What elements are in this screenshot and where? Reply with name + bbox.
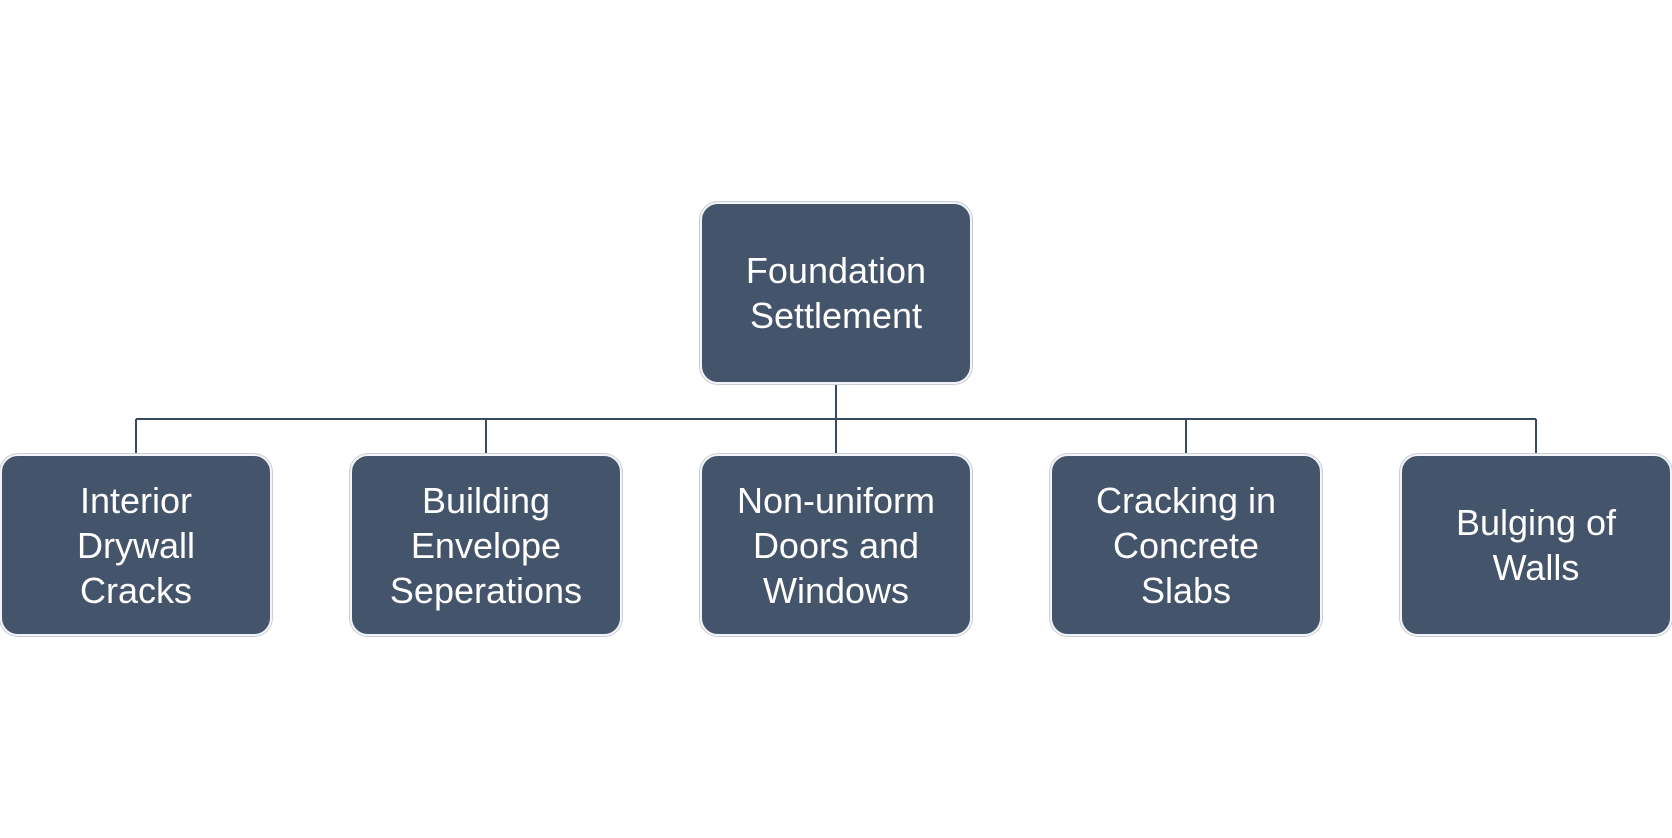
child-node-building-envelope-seperations: Building Envelope Seperations bbox=[350, 454, 622, 636]
child-node-interior-drywall-cracks: Interior Drywall Cracks bbox=[0, 454, 272, 636]
child-node-label: Building Envelope Seperations bbox=[389, 479, 583, 611]
root-node-label: Foundation Settlement bbox=[745, 250, 927, 336]
child-node-non-uniform-doors-windows: Non-uniform Doors and Windows bbox=[700, 454, 972, 636]
child-node-bulging-of-walls: Bulging of Walls bbox=[1400, 454, 1672, 636]
child-node-label: Bulging of Walls bbox=[1455, 502, 1617, 588]
child-node-label: Interior Drywall Cracks bbox=[76, 479, 195, 611]
root-node-foundation-settlement: Foundation Settlement bbox=[700, 202, 972, 384]
child-node-label: Cracking in Concrete Slabs bbox=[1095, 479, 1277, 611]
child-node-cracking-concrete-slabs: Cracking in Concrete Slabs bbox=[1050, 454, 1322, 636]
child-node-label: Non-uniform Doors and Windows bbox=[736, 479, 936, 611]
